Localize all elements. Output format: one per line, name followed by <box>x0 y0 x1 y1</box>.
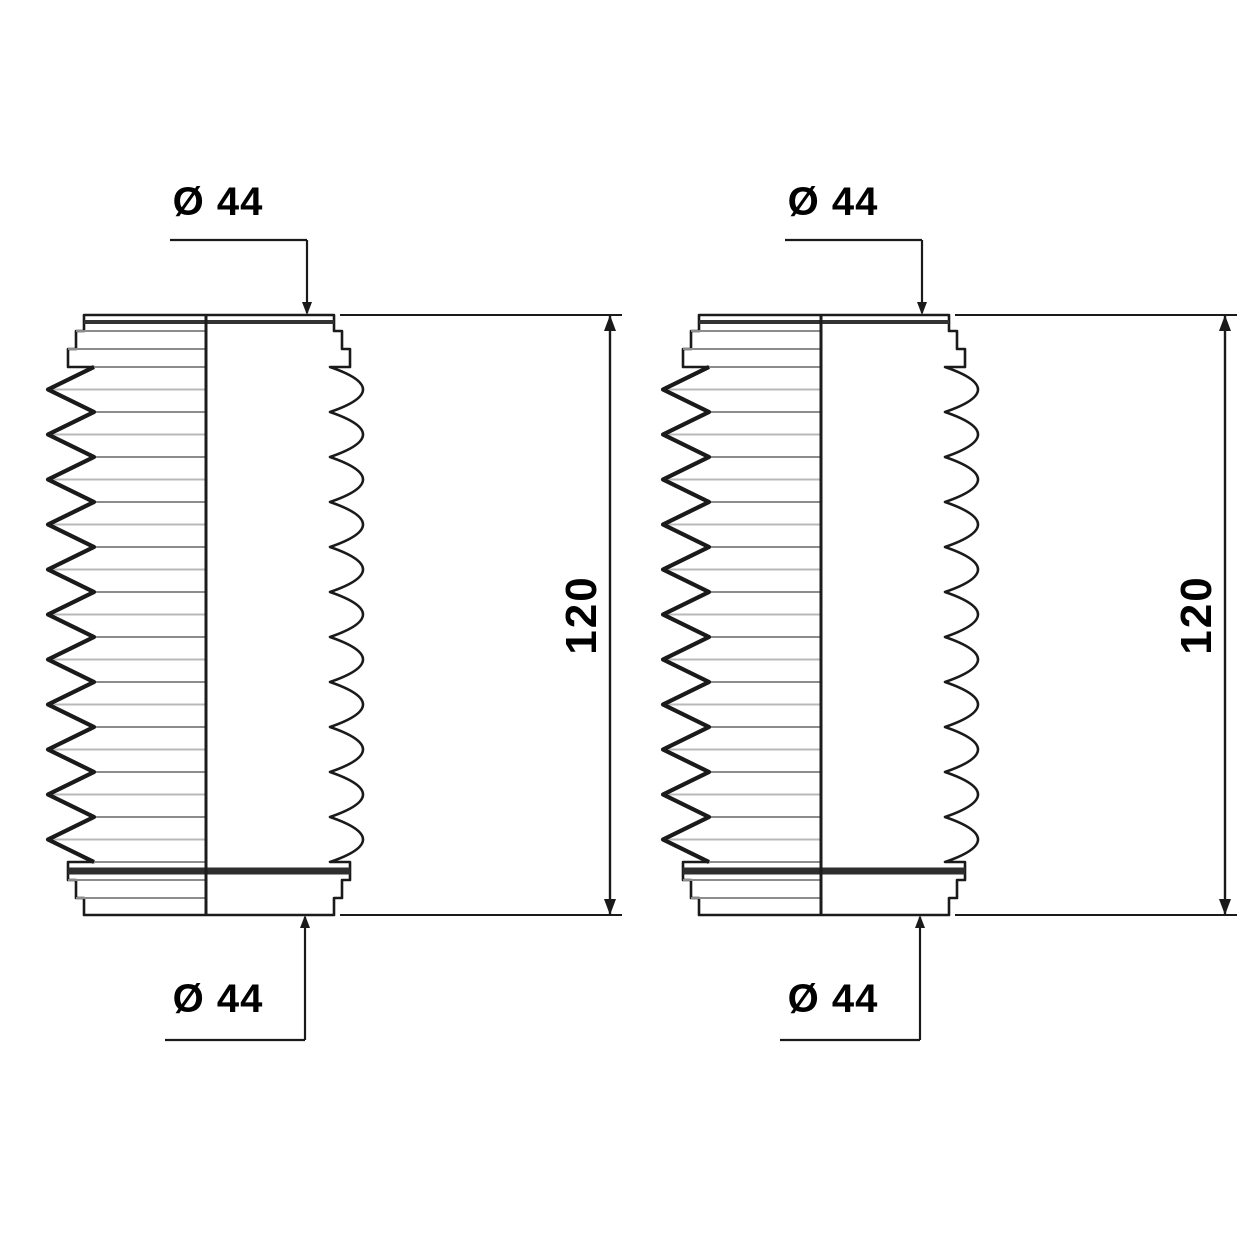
drawing-bellows-right: Ø 44 Ø 44 120 <box>663 180 1237 1040</box>
top-diameter-label: Ø 44 <box>788 180 879 224</box>
bottom-diameter-label: Ø 44 <box>173 977 264 1021</box>
length-label: 120 <box>1172 575 1221 654</box>
bottom-diameter-label: Ø 44 <box>788 977 879 1021</box>
top-diameter-label: Ø 44 <box>173 180 264 224</box>
drawing-bellows-left: Ø 44 Ø 44 120 <box>48 180 622 1040</box>
length-label: 120 <box>557 575 606 654</box>
